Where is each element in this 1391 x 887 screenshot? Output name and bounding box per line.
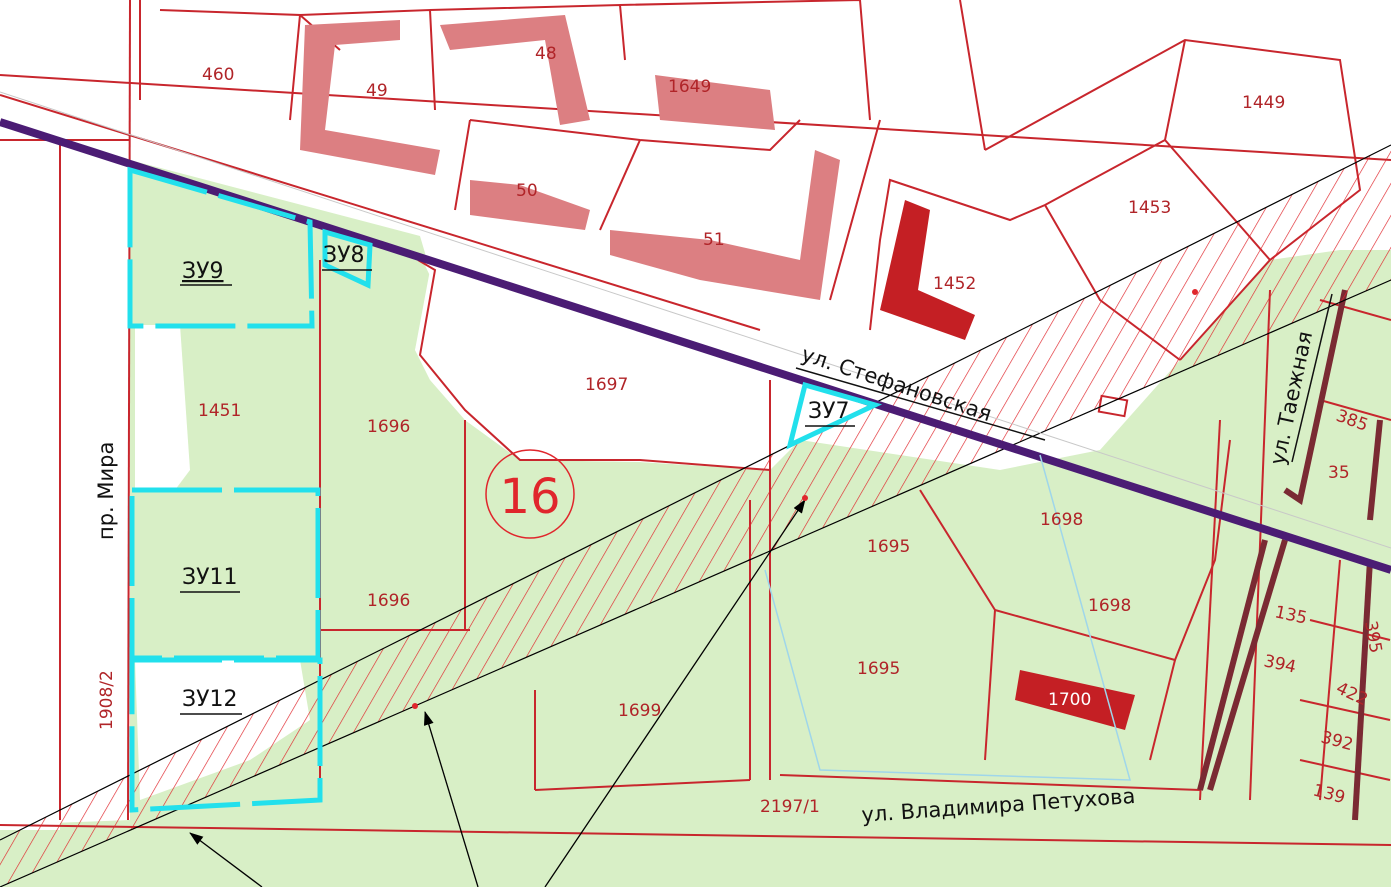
parcel-1698-top: 1698 xyxy=(1040,510,1083,530)
parcel-1696-bottom: 1696 xyxy=(367,591,410,611)
plot-zu12 xyxy=(129,657,323,813)
parcel-50: 50 xyxy=(516,181,538,201)
parcel-51: 51 xyxy=(703,230,725,250)
main-road xyxy=(0,118,1391,574)
parcel-borders xyxy=(0,0,1391,846)
building-1649 xyxy=(655,75,775,130)
parcel-49: 49 xyxy=(366,81,388,101)
parcel-35: 35 xyxy=(1328,463,1350,483)
parcel-1697: 1697 xyxy=(585,375,628,395)
parcel-1695-bottom: 1695 xyxy=(857,659,900,679)
leader-arrow-3 xyxy=(544,499,806,887)
residential-blocks xyxy=(1197,289,1383,821)
light-blue-outline xyxy=(764,454,1131,781)
parcel-1699: 1699 xyxy=(618,701,661,721)
corridor-boundaries xyxy=(0,144,1391,887)
parcel-2197-1: 2197/1 xyxy=(760,797,820,817)
leader-arrow-1 xyxy=(189,832,263,887)
street-mira: пр. Мира xyxy=(94,442,118,540)
parcel-1449: 1449 xyxy=(1242,93,1285,113)
building-50 xyxy=(470,180,590,230)
parcel-1700: 1700 xyxy=(1048,690,1091,710)
parcel-460: 460 xyxy=(202,65,234,85)
parcel-1698-bottom: 1698 xyxy=(1088,596,1131,616)
parcel-48: 48 xyxy=(535,44,557,64)
label-zu11: ЗУ11 xyxy=(182,565,238,590)
building-1452 xyxy=(880,200,975,340)
plot-zu9 xyxy=(127,166,315,329)
label-zu9: ЗУ9 xyxy=(182,259,224,284)
building-48 xyxy=(440,15,590,125)
parcel-1649: 1649 xyxy=(668,77,711,97)
building-1700 xyxy=(1015,670,1135,730)
plot-zu8 xyxy=(322,228,373,289)
building-51 xyxy=(610,150,840,300)
zone-labels: ЗУ9 ЗУ8 ЗУ7 ЗУ11 ЗУ12 xyxy=(180,243,855,715)
cyan-plots xyxy=(127,166,883,813)
label-zu7: ЗУ7 xyxy=(808,399,850,424)
zone-marker-circle xyxy=(485,449,575,539)
building-49 xyxy=(300,20,440,175)
label-zu8: ЗУ8 xyxy=(323,243,365,268)
zone-marker-number: 16 xyxy=(499,469,560,525)
parcel-labels: 460 49 48 1649 1449 50 51 1453 1452 1697… xyxy=(97,44,1385,817)
parcel-1453: 1453 xyxy=(1128,198,1171,218)
red-points xyxy=(412,289,1198,709)
parcel-1695-top: 1695 xyxy=(867,537,910,557)
parcel-1451: 1451 xyxy=(198,401,241,421)
parcel-1696-top: 1696 xyxy=(367,417,410,437)
parcel-1452: 1452 xyxy=(933,274,976,294)
plot-zu7 xyxy=(786,381,883,450)
leader-arrow-2 xyxy=(423,711,479,887)
label-zu12: ЗУ12 xyxy=(182,687,238,712)
hatched-corridor xyxy=(0,145,1391,887)
parcel-1908-2: 1908/2 xyxy=(97,670,117,730)
road-thin xyxy=(0,91,1391,549)
buildings xyxy=(300,15,1135,730)
leader-lines xyxy=(189,499,806,887)
